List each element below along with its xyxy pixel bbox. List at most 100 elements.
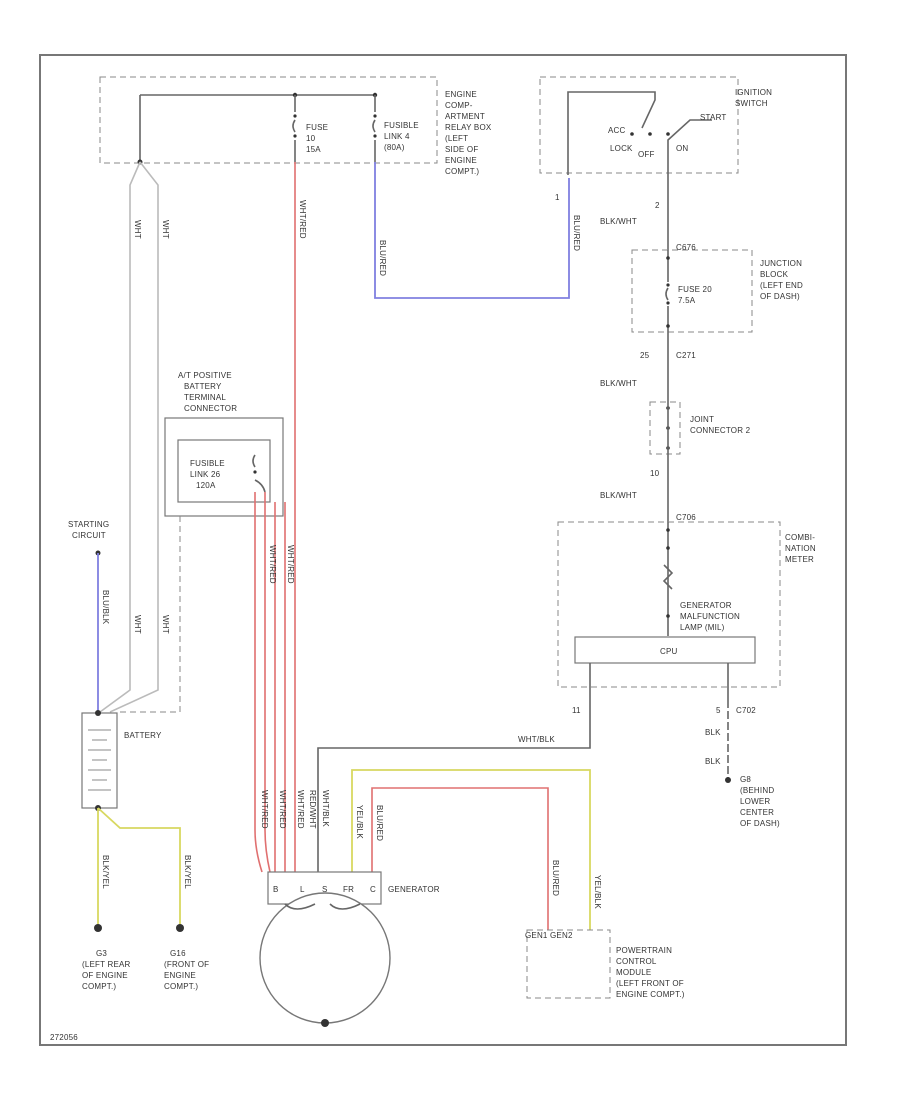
meter-pin-5: 5 (716, 706, 721, 715)
ground-g3-label: G3 (LEFT REAR OF ENGINE COMPT.) (82, 949, 133, 991)
wire-blk-yel-to-g16 (97, 807, 181, 925)
wire-yel-blk-generator-to-pcm (351, 769, 591, 930)
meter-pin-11: 11 (572, 706, 581, 715)
gen-pin-s: S (322, 885, 328, 894)
wire-label-blk-wht-2: BLK/WHT (600, 379, 637, 388)
ground-g8-dot (725, 777, 731, 783)
jb-connector-top: C676 (676, 243, 696, 252)
wire-label-blk-2: BLK (705, 757, 721, 766)
wire-wht-relay-to-battery-b (109, 161, 159, 713)
ign-pin-1: 1 (555, 193, 560, 202)
wire-label-wht-1: WHT (133, 220, 142, 239)
ignition-switch-outline (539, 76, 739, 174)
meter-cpu-connectors (589, 663, 729, 700)
meter-connector-2: C702 (736, 706, 756, 715)
fusible-link-4-label: FUSIBLE LINK 4 (80A) (384, 121, 421, 152)
fuse-10-symbol (292, 95, 296, 162)
gen-pin-l: L (300, 885, 305, 894)
wire-label-wht-red-3: WHT/RED (286, 545, 295, 584)
fuse-10-dot2 (293, 134, 297, 138)
ignition-switch-contacts (567, 91, 712, 175)
wire-blu-red-fusible4-to-ignition (374, 162, 570, 299)
junction-block-fuse-20 (665, 250, 669, 332)
fusible-link-4-dot (373, 114, 377, 118)
joint-connector-label: JOINT CONNECTOR 2 (690, 415, 751, 435)
battery-label: BATTERY (124, 731, 162, 740)
wire-label-blu-blk: BLU/BLK (101, 590, 110, 625)
wire-label-blk-yel-1: BLK/YEL (101, 855, 110, 889)
wire-label-red-wht: RED/WHT (308, 790, 317, 829)
ign-acc-label: ACC (608, 126, 626, 135)
ground-g3-dot (94, 924, 102, 932)
wire-label-wht-red-2: WHT/RED (268, 545, 277, 584)
wire-label-wht-red-6: WHT/RED (296, 790, 305, 829)
combination-meter-outline (557, 521, 781, 688)
cpu-box (574, 636, 756, 664)
fusible-link-26-symbol (252, 454, 266, 493)
generator-lamp-label: GENERATOR MALFUNCTION LAMP (MIL) (680, 601, 742, 632)
wire-label-yel-blk-2: YEL/BLK (593, 875, 602, 909)
meter-dot-3 (666, 614, 670, 618)
wire-label-wht-4: WHT (161, 615, 170, 634)
ignition-switch-label: IGNITION SWITCH (735, 88, 775, 108)
meter-dot-2 (666, 546, 670, 550)
ign-lock-label: LOCK (610, 144, 633, 153)
jb-dot-1 (666, 256, 670, 260)
fusible-link-4-symbol (372, 95, 376, 162)
junction-block-outline (631, 249, 753, 333)
joint-pin-10: 10 (650, 469, 660, 478)
jb-dot-4 (666, 324, 670, 328)
ign-dot-off (648, 132, 652, 136)
wire-label-wht-red-5: WHT/RED (278, 790, 287, 829)
fusible-link-26-label: FUSIBLE LINK 26 120A (190, 459, 227, 490)
generator-lamp-symbol (662, 564, 674, 590)
ign-dot-on (666, 132, 670, 136)
at-terminal-outer (164, 417, 284, 517)
ign-start-label: START (700, 113, 726, 122)
wire-label-wht-3: WHT (133, 615, 142, 634)
relay-box-label: ENGINE COMP- ARTMENT RELAY BOX (LEFT SID… (445, 90, 494, 176)
ign-on-label: ON (676, 144, 688, 153)
generator-body (259, 892, 391, 1024)
battery-cells (88, 729, 111, 791)
diagram-border (39, 54, 847, 1046)
wire-label-blu-red-1: BLU/RED (378, 240, 387, 276)
junction-block-label: JUNCTION BLOCK (LEFT END OF DASH) (760, 259, 805, 301)
fuse-10-dot (293, 114, 297, 118)
pcm-pins-label: GEN1 GEN2 (525, 931, 573, 940)
wire-label-blk-wht-1: BLK/WHT (600, 217, 637, 226)
gen-pin-fr: FR (343, 885, 354, 894)
ground-g16-dot (176, 924, 184, 932)
at-terminal-label: A/T POSITIVE BATTERY TERMINAL CONNECTOR (178, 371, 237, 413)
wire-label-blk-yel-2: BLK/YEL (183, 855, 192, 889)
ground-g16-label: G16 (FRONT OF ENGINE COMPT.) (164, 949, 212, 991)
ign-off-label: OFF (638, 150, 655, 159)
wire-label-blk-1: BLK (705, 728, 721, 737)
jb-dot-3 (666, 301, 670, 305)
at-terminal-inner (177, 439, 271, 503)
footer-code: 272056 (50, 1033, 78, 1042)
generator-ground-dot (321, 1019, 329, 1027)
at-terminal-dashed-box (120, 516, 181, 713)
relay-box-outline (99, 76, 438, 164)
pcm-label: POWERTRAIN CONTROL MODULE (LEFT FRONT OF… (616, 946, 686, 999)
wire-wht-red-fl26-a (264, 492, 271, 873)
gen-pin-b: B (273, 885, 279, 894)
combination-meter-label: COMBI- NATION METER (785, 533, 818, 564)
cpu-label: CPU (660, 647, 678, 656)
wire-label-wht-blk-2: WHT/BLK (321, 790, 330, 827)
ign-dot-acc (630, 132, 634, 136)
wire-wht-red-fl26-b (254, 492, 263, 873)
generator-internal (284, 903, 361, 910)
battery-pos-dot (95, 710, 101, 716)
wire-blu-red-generator-to-pcm (371, 787, 549, 930)
jb-connector-bot: C271 (676, 351, 696, 360)
wire-label-yel-blk-1: YEL/BLK (355, 805, 364, 839)
meter-dot-1 (666, 528, 670, 532)
wire-label-wht-red-1: WHT/RED (298, 200, 307, 239)
pcm-outline (526, 929, 611, 999)
wire-label-blu-red-2: BLU/RED (572, 215, 581, 251)
ign-pin-2: 2 (655, 201, 660, 210)
fusible-link-4-dot2 (373, 134, 377, 138)
